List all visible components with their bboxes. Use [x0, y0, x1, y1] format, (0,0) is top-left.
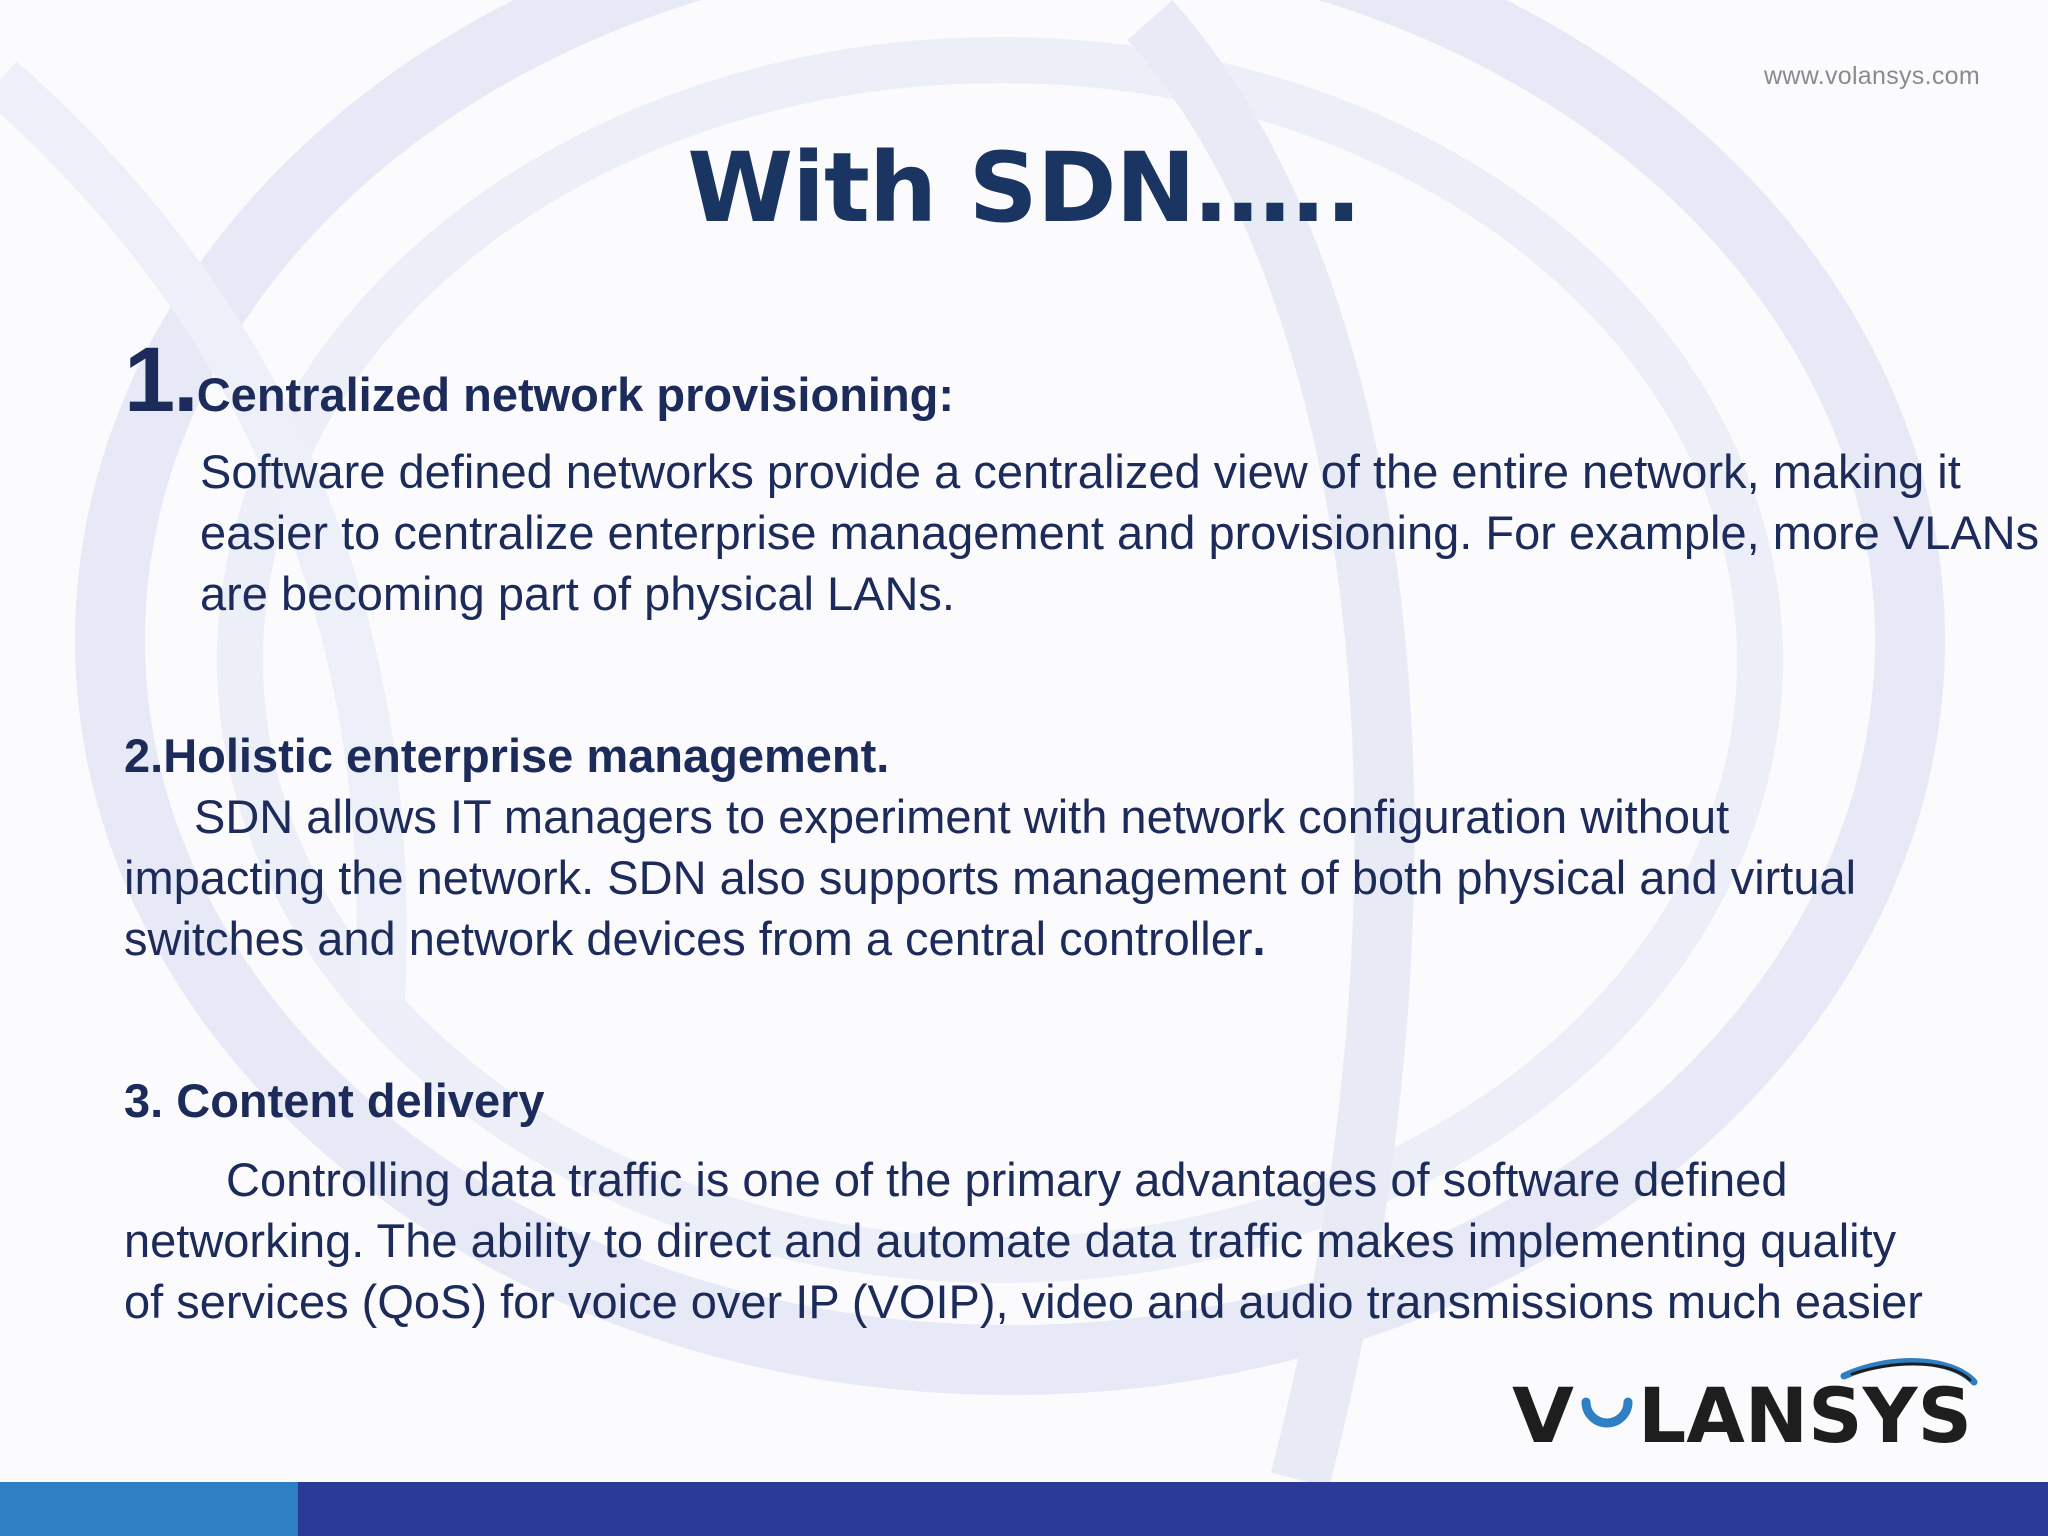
item-2-body: SDN allows IT managers to experiment wit…: [124, 786, 1924, 969]
item-3-body: Controlling data traffic is one of the p…: [124, 1149, 1924, 1332]
item-1-number: 1.: [124, 329, 199, 431]
footer-bar-accent: [0, 1482, 298, 1536]
item-3-body-text: Controlling data traffic is one of the p…: [124, 1153, 1923, 1328]
item-3-title: Content delivery: [176, 1074, 545, 1127]
item-1-title: Centralized network provisioning:: [196, 368, 955, 421]
content-area: 1.Centralized network provisioning: Soft…: [124, 334, 2039, 1332]
item-2-body-end: .: [1252, 912, 1266, 965]
footer-bar: [0, 1482, 2048, 1536]
item-2-number: 2.: [124, 729, 164, 782]
item-1-heading: 1.Centralized network provisioning:: [124, 334, 1924, 426]
item-2-heading: 2.Holistic enterprise management.: [124, 726, 1924, 786]
item-1-body: Software defined networks provide a cent…: [200, 445, 2040, 620]
volansys-logo: V LANSYS: [1512, 1358, 1978, 1452]
svg-text:LANSYS: LANSYS: [1638, 1371, 1972, 1452]
item-3-heading: 3. Content delivery: [124, 1071, 1924, 1131]
website-url: www.volansys.com: [1764, 62, 1980, 90]
item-2-body-text: SDN allows IT managers to experiment wit…: [124, 790, 1857, 965]
svg-text:V: V: [1512, 1371, 1574, 1452]
item-2-title: Holistic enterprise management.: [163, 729, 890, 782]
slide-title: With SDN…..: [687, 132, 1362, 244]
item-3-number: 3.: [124, 1074, 164, 1127]
